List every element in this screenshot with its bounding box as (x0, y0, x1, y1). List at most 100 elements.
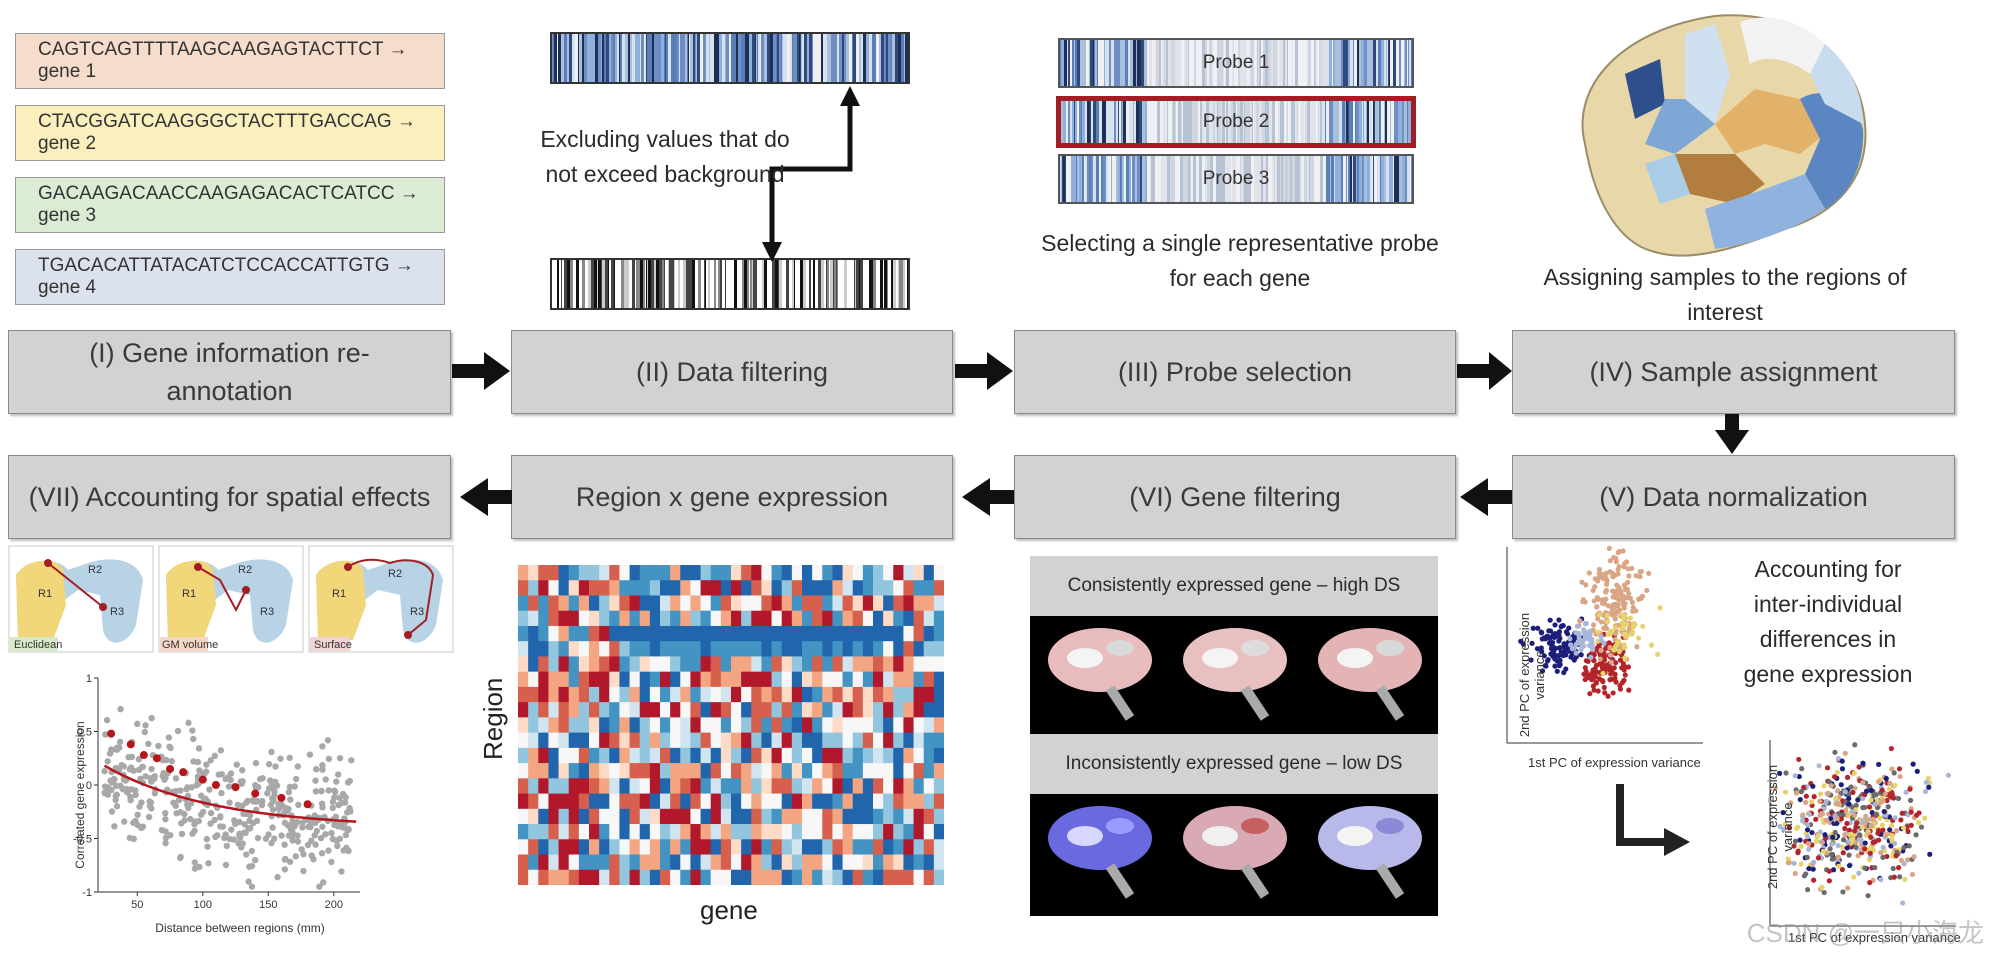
heatmap-cell (822, 732, 833, 749)
heatmap-cell (883, 747, 894, 764)
heatmap-cell (660, 869, 671, 885)
pca-point (1829, 841, 1835, 847)
heatmap-cell (568, 641, 580, 657)
heatmap-cell (599, 702, 610, 718)
heatmap-cell (832, 641, 844, 657)
heatmap-cell (619, 808, 631, 825)
heatmap-cell (578, 717, 590, 734)
pca-point (1877, 815, 1883, 821)
heatmap-cell (802, 686, 813, 703)
sequence-gene-2: CTACGGATCAAGGGCTACTTTGACCAG → gene 2 (15, 105, 445, 161)
pca-point (1847, 831, 1853, 838)
heatmap-cell (903, 854, 915, 871)
heatmap-cell (893, 641, 904, 657)
heatmap-cell (599, 778, 610, 795)
background-point (294, 763, 302, 770)
heatmap-cell (609, 580, 620, 596)
pca-point (1782, 789, 1789, 795)
background-point (108, 746, 115, 753)
pca-point (1826, 878, 1832, 884)
heatmap-cell (538, 732, 549, 749)
heatmap-cell (639, 580, 651, 596)
heatmap-cell (913, 778, 925, 795)
pca-point (1819, 811, 1825, 817)
heatmap-cell (690, 839, 702, 856)
heatmap-cell (822, 625, 833, 642)
probe-1-barcode: Probe 1 (1058, 38, 1414, 88)
pca-point (1791, 860, 1797, 866)
background-point (281, 856, 289, 863)
heatmap-cell (680, 610, 691, 627)
heatmap-cell (791, 625, 803, 642)
heatmap-cell (710, 869, 722, 885)
pca-point (1648, 642, 1655, 648)
heatmap-cell (558, 580, 570, 596)
heatmap-cell (528, 565, 539, 581)
heatmap-cell (832, 793, 844, 810)
heatmap-cell (903, 778, 915, 795)
pca-point (1908, 822, 1914, 828)
heatmap-cell (680, 641, 691, 657)
heatmap-cell (832, 824, 844, 840)
heatmap-cell (528, 686, 539, 703)
heatmap-cell (649, 732, 661, 749)
heatmap-cell (751, 763, 762, 779)
heatmap-cell (893, 656, 904, 673)
heatmap-cell (923, 625, 935, 642)
heatmap-cell (558, 778, 570, 795)
heatmap-cell (720, 641, 732, 657)
heatmap-cell (670, 641, 681, 657)
heatmap-cell (731, 839, 742, 856)
heatmap-cell (741, 732, 752, 749)
pca-point (1791, 843, 1797, 849)
heatmap-cell (578, 824, 590, 840)
heatmap-cell (518, 565, 529, 581)
pca-point (1604, 612, 1610, 619)
pca-point (1539, 636, 1545, 642)
heatmap-cell (862, 702, 874, 718)
heatmap-cell (670, 702, 681, 718)
pca-point (1916, 819, 1922, 826)
pca-point (1842, 825, 1848, 832)
pca-point (1623, 621, 1630, 627)
pca-point (1646, 570, 1652, 576)
heatmap-cell (751, 656, 762, 673)
heatmap-cell (589, 747, 600, 764)
heatmap-cell (710, 595, 722, 612)
pca-point (1592, 584, 1598, 590)
heatmap-cell (802, 778, 813, 795)
background-point (285, 832, 293, 839)
pca-point (1528, 657, 1534, 663)
heatmap-cell (528, 854, 539, 871)
pca-point (1629, 631, 1635, 637)
heatmap-cell (873, 793, 884, 810)
background-point (138, 799, 145, 806)
barcode-stripes (1060, 156, 1412, 202)
heatmap-cell (670, 854, 681, 871)
background-point (300, 850, 307, 858)
heatmap-cell (690, 763, 702, 779)
heatmap-cell (528, 595, 539, 612)
heatmap-cell (852, 869, 864, 885)
heatmap-cell (518, 808, 529, 825)
background-point (299, 824, 306, 831)
heatmap-cell (589, 595, 600, 612)
heatmap-cell (842, 610, 854, 627)
heatmap-cell (528, 671, 539, 688)
heatmap-cell (700, 565, 712, 581)
heatmap-cell (903, 565, 915, 581)
heatmap-cell (528, 763, 539, 779)
pca-point (1772, 785, 1778, 791)
background-point (252, 759, 260, 767)
pca-point (1556, 629, 1563, 635)
heatmap-cell (913, 671, 925, 688)
heatmap-cell (933, 595, 944, 612)
pca-point (1905, 857, 1911, 863)
heatmap-cell (913, 686, 925, 703)
heatmap-cell (670, 610, 681, 627)
heatmap-cell (660, 671, 671, 688)
heatmap-cell (700, 580, 712, 596)
heatmap-cell (802, 702, 813, 718)
heatmap-cell (710, 656, 722, 673)
y-tick-label: 0.5 (77, 727, 92, 739)
